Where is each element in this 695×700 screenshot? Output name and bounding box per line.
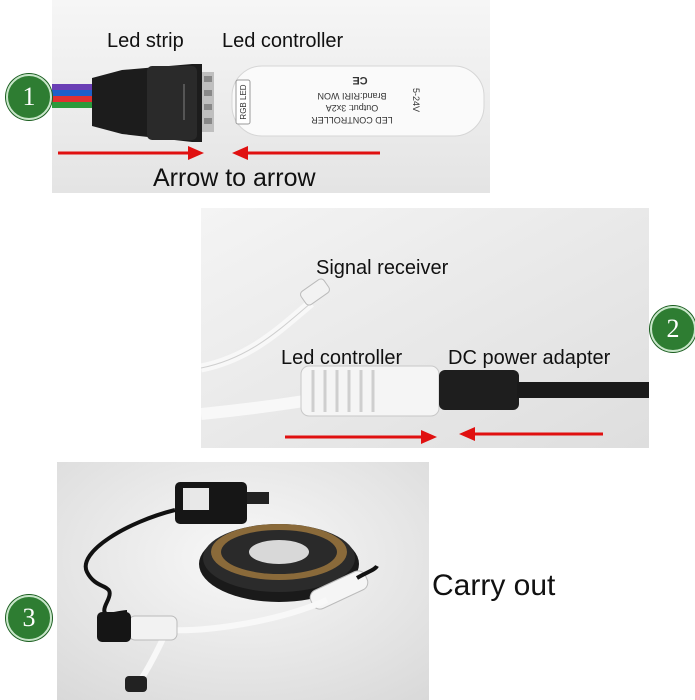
label-signal-receiver: Signal receiver xyxy=(316,257,449,279)
step2-panel: Signal receiver Led controller DC power … xyxy=(201,208,649,448)
step2-badge: 2 xyxy=(650,306,695,352)
step3-panel xyxy=(57,462,429,700)
step1-panel: RGB LED LED CONTROLLER Output: 3x2A Bran… xyxy=(52,0,490,193)
receiver-head xyxy=(300,278,330,306)
step1-badge: 1 xyxy=(6,74,52,120)
step2-photo xyxy=(201,208,649,448)
controller-line3: Brand:RIRI WON xyxy=(317,91,386,101)
step2-arrows xyxy=(285,427,603,444)
controller-tag: RGB LED xyxy=(239,84,248,119)
controller-mark: CE xyxy=(352,74,367,86)
controller-line2: Output: 3x2A xyxy=(326,103,379,113)
step1-photo: RGB LED LED CONTROLLER Output: 3x2A Bran… xyxy=(52,0,490,193)
step1-caption: Arrow to arrow xyxy=(153,164,316,192)
step1-arrows xyxy=(58,146,380,160)
step3-caption: Carry out xyxy=(432,569,556,602)
white-connector xyxy=(128,615,178,641)
step3-photo xyxy=(57,462,429,700)
label-dc-power-adapter: DC power adapter xyxy=(448,347,611,369)
label-led-controller-2: Led controller xyxy=(281,347,403,369)
controller-body xyxy=(231,65,485,137)
controller-line1: LED CONTROLLER xyxy=(311,115,393,125)
label-led-strip: Led strip xyxy=(107,30,184,52)
label-led-controller-1: Led controller xyxy=(222,30,344,52)
dc-plug xyxy=(439,370,519,410)
strip-wires xyxy=(52,84,112,108)
step3-badge: 3 xyxy=(6,595,52,641)
controller-voltage: 5-24V xyxy=(411,88,421,112)
connector-pins xyxy=(202,72,214,132)
controller-connector xyxy=(300,365,440,417)
